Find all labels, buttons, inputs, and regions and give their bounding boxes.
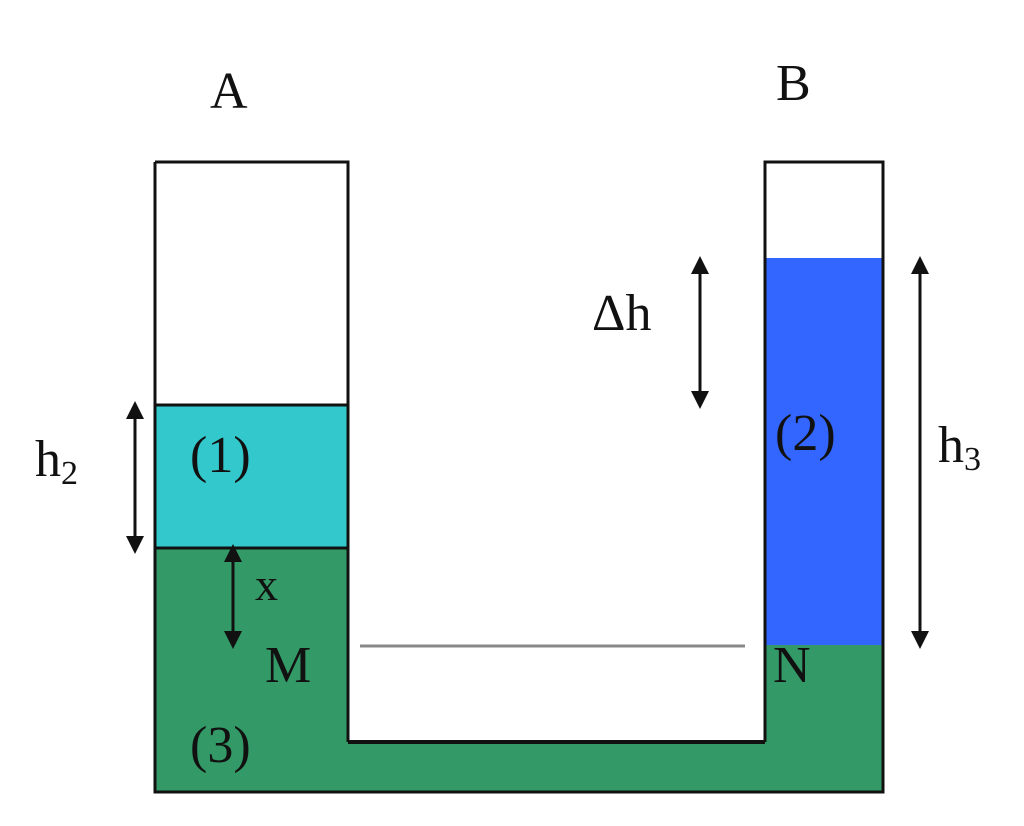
tube-a-label: A [210,63,248,120]
x-label: x [255,559,278,610]
liquid-2 [765,258,883,645]
h3-main: h [938,417,964,474]
tube-b-label: B [776,55,811,112]
tube-outline [153,160,885,794]
liquid-3-label: (3) [190,717,251,774]
h2-sub: 2 [61,455,78,492]
delta-h-label: Δh [592,285,651,342]
liquid-2-label: (2) [775,405,836,462]
h3-label: h3 [938,417,981,478]
point-m-label: M [265,637,311,694]
h3-sub: 3 [964,441,981,478]
h2-main: h [35,431,61,488]
point-n-label: N [773,637,811,694]
h2-label: h2 [35,431,78,492]
liquid-3 [155,548,883,792]
liquid-1 [155,405,348,548]
liquid-1-label: (1) [190,427,251,484]
